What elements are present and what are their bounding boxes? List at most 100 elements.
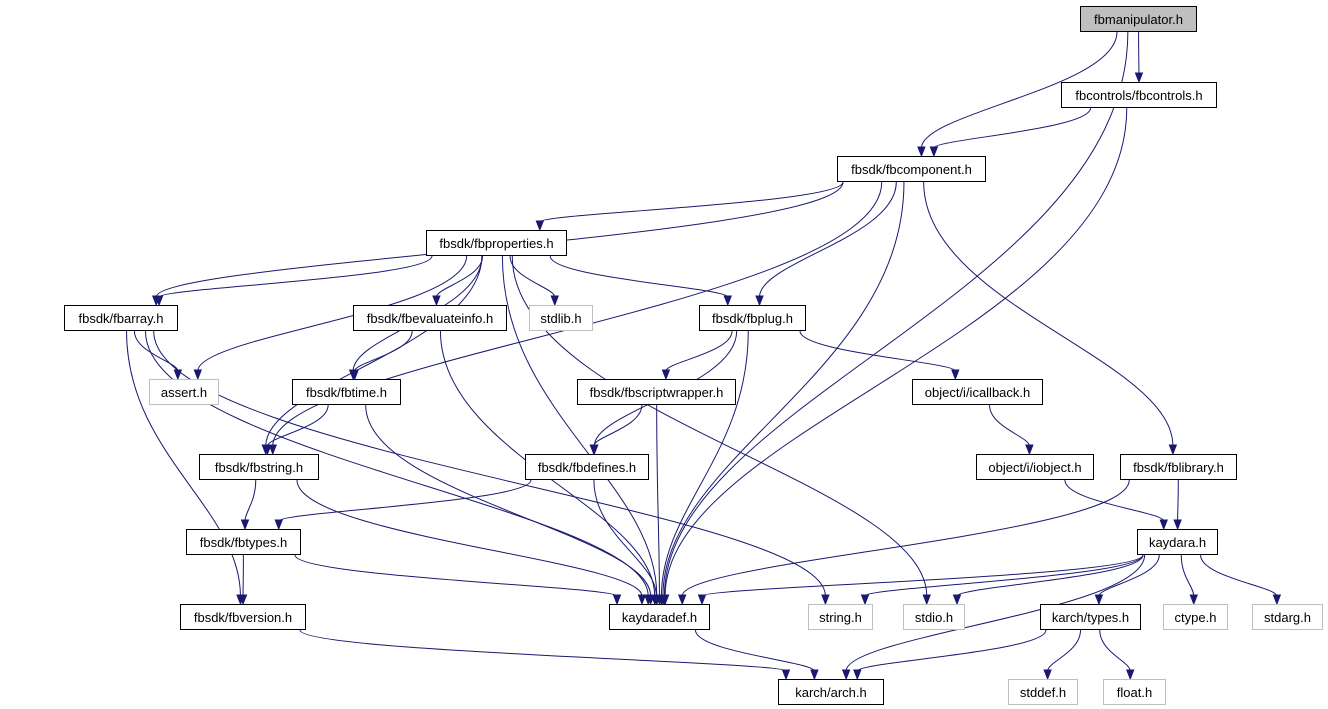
edge-fbstring-to-fbtypes [244, 479, 257, 522]
edge-fbcomponent-to-fbproperties [539, 181, 844, 223]
edge-kaydara-to-kaydaradef [701, 554, 1144, 597]
arrowhead-karchtypes-to-stddef [1043, 669, 1052, 681]
edge-kaydara-to-karchtypes [1098, 554, 1160, 597]
arrowhead-fbplug-to-fbscriptwrapper [661, 369, 671, 381]
edge-kaydara-to-stdarg [1200, 554, 1278, 597]
edge-fbversion-to-arch [299, 629, 787, 672]
edge-kaydaradef-to-arch [694, 629, 815, 672]
edge-fbcomponent-to-fbplug [759, 181, 897, 298]
node-fbproperties[interactable]: fbsdk/fbproperties.h [426, 230, 567, 256]
node-ctype: ctype.h [1163, 604, 1228, 630]
edge-fbplug-to-fbscriptwrapper [665, 330, 733, 372]
arrowhead-kaydara-to-arch [841, 669, 851, 681]
node-string: string.h [808, 604, 873, 630]
node-icallback[interactable]: object/i/icallback.h [912, 379, 1043, 405]
node-karch-arch[interactable]: karch/arch.h [778, 679, 884, 705]
edge-fbscriptwrapper-to-kaydaradef [656, 404, 660, 597]
arrowhead-fbcomponent-to-fblibrary [1168, 444, 1178, 456]
edge-fbcontrols-to-kaydaradef [664, 107, 1128, 597]
edge-fbplug-to-kaydaradef [660, 330, 749, 597]
edge-fbmanipulator-to-fbcomponent [920, 31, 1118, 149]
node-fbversion[interactable]: fbsdk/fbversion.h [180, 604, 306, 630]
edge-icallback-to-iobject [989, 404, 1030, 447]
arrowhead-kaydara-to-kaydaradef [697, 594, 707, 606]
node-stdlib: stdlib.h [529, 305, 593, 331]
arrowhead-kaydaradef-to-arch [810, 669, 819, 681]
arrowhead-fbmanipulator-to-fbcomponent [917, 146, 926, 158]
arrowhead-fbmanipulator-to-fbcontrols [1134, 72, 1144, 84]
edge-fblibrary-to-kaydara [1177, 479, 1179, 522]
edge-fbcontrols-to-fbcomponent [933, 107, 1092, 149]
edge-fbproperties-to-fbstring [265, 255, 483, 447]
edge-fbproperties-to-fbarray [158, 255, 433, 298]
arrowhead-fbarray-to-string [821, 594, 830, 606]
edge-kaydara-to-arch [845, 554, 1146, 672]
edge-fbproperties-to-fbplug [549, 255, 729, 298]
node-fbtypes[interactable]: fbsdk/fbtypes.h [186, 529, 301, 555]
arrowhead-karchtypes-to-float [1126, 669, 1135, 681]
edge-fbtypes-to-kaydaradef [294, 554, 618, 597]
node-fblibrary[interactable]: fbsdk/fblibrary.h [1120, 454, 1237, 480]
arrowhead-fbtime-to-kaydaradef [646, 594, 655, 606]
arrowhead-fbproperties-to-stdio [922, 594, 931, 606]
edge-fbarray-to-fbversion [126, 330, 241, 597]
arrowhead-fbproperties-to-fbevaluateinfo [432, 295, 441, 307]
edge-fbtime-to-fbstring [266, 404, 329, 447]
arrowhead-fbcomponent-to-fbstring [268, 444, 277, 456]
edge-fbdefines-to-kaydaradef [593, 479, 657, 597]
node-stddef: stddef.h [1008, 679, 1078, 705]
node-fbmanipulator: fbmanipulator.h [1080, 6, 1197, 32]
arrowhead-fbproperties-to-fbarray [154, 295, 164, 307]
node-stdio: stdio.h [903, 604, 965, 630]
arrowhead-kaydara-to-string [860, 594, 870, 606]
node-fbcomponent[interactable]: fbsdk/fbcomponent.h [837, 156, 986, 182]
arrowhead-fblibrary-to-kaydara [1173, 519, 1182, 531]
arrowhead-kaydara-to-stdio [952, 594, 962, 606]
node-fbtime[interactable]: fbsdk/fbtime.h [292, 379, 401, 405]
node-kaydaradef[interactable]: kaydaradef.h [609, 604, 710, 630]
node-assert: assert.h [149, 379, 219, 405]
edge-fblibrary-to-kaydaradef [681, 479, 1130, 597]
arrowhead-fbplug-to-icallback [951, 369, 960, 381]
edge-fbmanipulator-to-kaydaradef [663, 31, 1129, 597]
arrowhead-icallback-to-iobject [1025, 444, 1034, 456]
node-iobject[interactable]: object/i/iobject.h [976, 454, 1094, 480]
node-fbstring[interactable]: fbsdk/fbstring.h [199, 454, 319, 480]
arrowhead-fbproperties-to-stdlib [550, 295, 559, 307]
edge-iobject-to-kaydara [1064, 479, 1165, 522]
node-fbarray[interactable]: fbsdk/fbarray.h [64, 305, 178, 331]
node-fbcontrols[interactable]: fbcontrols/fbcontrols.h [1061, 82, 1217, 108]
edge-fbproperties-to-assert [197, 255, 468, 372]
node-kaydara[interactable]: kaydara.h [1137, 529, 1218, 555]
arrowhead-fbstring-to-kaydaradef [637, 594, 647, 606]
edge-karchtypes-to-stddef [1047, 629, 1082, 672]
node-karch-types[interactable]: karch/types.h [1040, 604, 1141, 630]
arrowhead-kaydara-to-ctype [1189, 594, 1198, 606]
arrowhead-fbdefines-to-kaydaradef [652, 594, 661, 606]
arrowhead-fbstring-to-fbtypes [240, 519, 250, 531]
edge-fbplug-to-icallback [799, 330, 956, 372]
edge-kaydara-to-string [864, 554, 1144, 597]
node-fbdefines[interactable]: fbsdk/fbdefines.h [525, 454, 649, 480]
node-fbscriptwrapper[interactable]: fbsdk/fbscriptwrapper.h [577, 379, 736, 405]
arrowhead-fbtime-to-fbstring [263, 444, 272, 456]
node-fbplug[interactable]: fbsdk/fbplug.h [699, 305, 806, 331]
edge-fbcomponent-to-fblibrary [923, 181, 1174, 447]
edge-fbproperties-to-stdlib [509, 255, 556, 298]
arrowhead-fbcomponent-to-fbproperties [535, 220, 545, 232]
edge-fbdefines-to-fbtypes [278, 479, 532, 522]
arrowhead-fbversion-to-arch [781, 669, 791, 681]
arrowhead-kaydara-to-stdarg [1272, 594, 1282, 606]
arrowhead-kaydara-to-karchtypes [1094, 594, 1104, 606]
arrowhead-fbproperties-to-fbplug [723, 295, 732, 307]
edge-fbcomponent-to-kaydaradef [662, 181, 905, 597]
edge-karchtypes-to-arch [856, 629, 1047, 672]
edge-kaydara-to-ctype [1180, 554, 1195, 597]
node-float: float.h [1103, 679, 1166, 705]
node-fbevaluateinfo[interactable]: fbsdk/fbevaluateinfo.h [353, 305, 507, 331]
arrowhead-iobject-to-kaydara [1159, 519, 1168, 531]
arrowhead-fbtypes-to-kaydaradef [612, 594, 622, 606]
edge-fbstring-to-kaydaradef [296, 479, 643, 597]
